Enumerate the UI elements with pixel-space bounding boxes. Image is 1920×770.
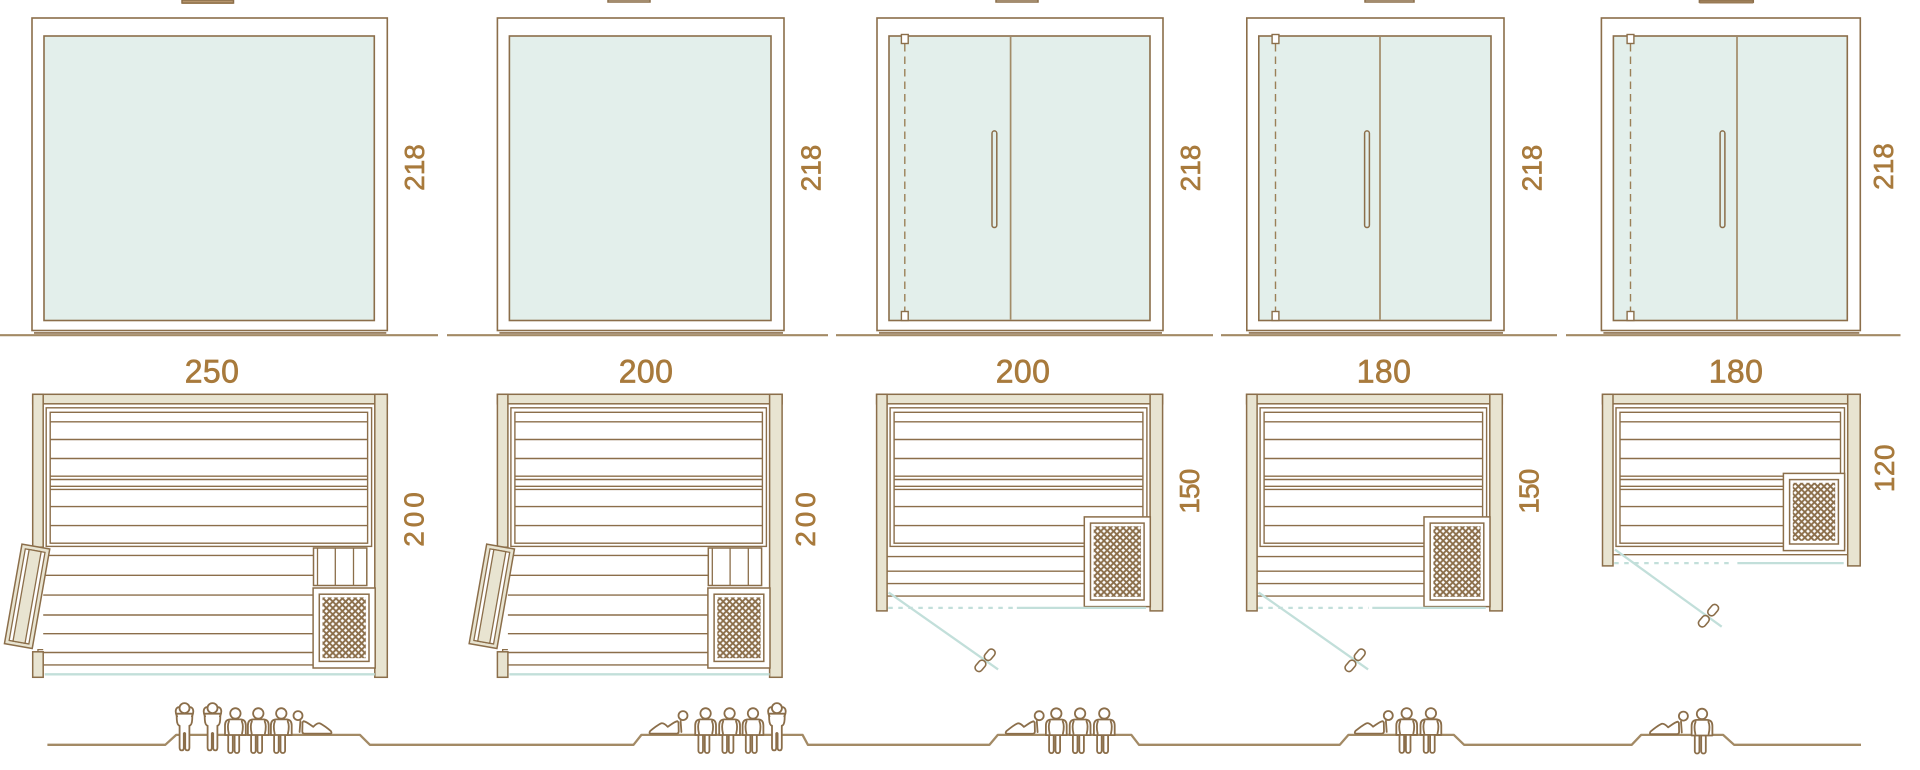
svg-text:200: 200 — [790, 492, 821, 547]
svg-text:218: 218 — [1868, 143, 1899, 190]
svg-text:218: 218 — [399, 144, 430, 191]
svg-text:180: 180 — [1357, 353, 1412, 389]
svg-text:150: 150 — [1513, 469, 1544, 514]
svg-text:150: 150 — [1174, 469, 1205, 514]
svg-text:218: 218 — [796, 145, 827, 192]
svg-text:120: 120 — [1869, 444, 1900, 492]
svg-text:218: 218 — [1517, 145, 1548, 192]
svg-text:250: 250 — [185, 353, 240, 389]
svg-text:200: 200 — [619, 353, 674, 389]
svg-text:200: 200 — [996, 353, 1051, 389]
svg-text:180: 180 — [1709, 353, 1764, 389]
svg-text:200: 200 — [399, 492, 430, 547]
svg-text:218: 218 — [1175, 145, 1206, 192]
